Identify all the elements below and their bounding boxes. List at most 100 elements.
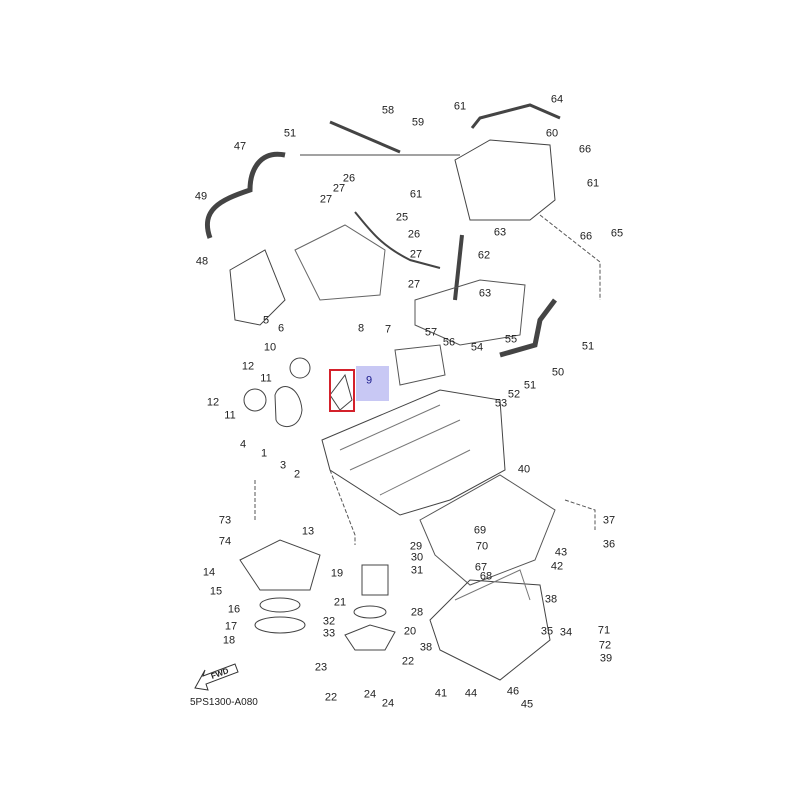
part-number-label[interactable]: 13 xyxy=(301,525,315,538)
part-number-label[interactable]: 66 xyxy=(579,230,593,243)
part-number-label[interactable]: 36 xyxy=(602,538,616,551)
part-number-label[interactable]: 22 xyxy=(401,655,415,668)
part-number-label[interactable]: 16 xyxy=(227,603,241,616)
part-number-label[interactable]: 56 xyxy=(442,336,456,349)
part-number-label[interactable]: 51 xyxy=(283,127,297,140)
part-number-label[interactable]: 12 xyxy=(206,396,220,409)
part-number-label[interactable]: 6 xyxy=(277,322,285,335)
part-number-label[interactable]: 18 xyxy=(222,634,236,647)
part-number-label[interactable]: 14 xyxy=(202,566,216,579)
part-number-label[interactable]: 11 xyxy=(224,409,236,422)
side-cover xyxy=(229,249,286,326)
part-number-label[interactable]: 22 xyxy=(324,691,338,704)
part-number-label[interactable]: 9 xyxy=(365,374,373,387)
part-number-label[interactable]: 33 xyxy=(322,627,336,640)
part-number-label[interactable]: 73 xyxy=(218,514,232,527)
part-number-label[interactable]: 15 xyxy=(209,585,223,598)
part-number-label[interactable]: 63 xyxy=(493,226,507,239)
part-number-label[interactable]: 61 xyxy=(453,100,467,113)
part-number-label[interactable]: 69 xyxy=(473,524,487,537)
fwd-arrow xyxy=(194,663,239,691)
part-number-label[interactable]: 47 xyxy=(233,140,247,153)
part-number-label[interactable]: 64 xyxy=(550,93,564,106)
part-number-label[interactable]: 24 xyxy=(363,688,377,701)
part-number-label[interactable]: 42 xyxy=(550,560,564,573)
part-number-label[interactable]: 58 xyxy=(381,104,395,117)
part-number-label[interactable]: 34 xyxy=(559,626,573,639)
part-number-label[interactable]: 37 xyxy=(602,514,616,527)
part-number-label[interactable]: 71 xyxy=(597,624,611,637)
part-number-label[interactable]: 74 xyxy=(218,535,232,548)
part-number-label[interactable]: 49 xyxy=(194,190,208,203)
part-number-label[interactable]: 50 xyxy=(551,366,565,379)
part-number-label[interactable]: 4 xyxy=(239,438,247,451)
part-number-label[interactable]: 30 xyxy=(410,551,424,564)
part-number-label[interactable]: 25 xyxy=(395,211,409,224)
part-number-label[interactable]: 66 xyxy=(578,143,592,156)
part-number-label[interactable]: 11 xyxy=(260,372,272,385)
part-number-label[interactable]: 32 xyxy=(322,615,336,628)
part-number-label[interactable]: 54 xyxy=(470,341,484,354)
dipstick xyxy=(329,120,401,154)
part-number-label[interactable]: 53 xyxy=(494,397,508,410)
part-number-label[interactable]: 31 xyxy=(410,564,424,577)
part-number-label[interactable]: 52 xyxy=(507,388,521,401)
part-number-label[interactable]: 20 xyxy=(403,625,417,638)
part-number-label[interactable]: 5 xyxy=(262,314,270,327)
part-number-label[interactable]: 40 xyxy=(517,463,531,476)
part-number-label[interactable]: 24 xyxy=(381,697,395,710)
part-number-label[interactable]: 60 xyxy=(545,127,559,140)
diagram-code: 5PS1300-A080 xyxy=(190,697,258,708)
part-number-label[interactable]: 70 xyxy=(475,540,489,553)
part-number-label[interactable]: 57 xyxy=(424,326,438,339)
part-number-label[interactable]: 63 xyxy=(478,287,492,300)
part-number-label[interactable]: 44 xyxy=(464,687,478,700)
part-number-label[interactable]: 51 xyxy=(523,379,537,392)
part-number-label[interactable]: 59 xyxy=(411,116,425,129)
part-number-label[interactable]: 38 xyxy=(419,641,433,654)
part-number-label[interactable]: 68 xyxy=(479,570,493,583)
part-number-label[interactable]: 67 xyxy=(474,561,488,574)
part-number-label[interactable]: 29 xyxy=(409,540,423,553)
part-number-label[interactable]: 48 xyxy=(195,255,209,268)
part-number-label[interactable]: 35 xyxy=(540,625,554,638)
part-number-label[interactable]: 41 xyxy=(434,687,448,700)
part-number-label[interactable]: 28 xyxy=(410,606,424,619)
part-number-label[interactable]: 27 xyxy=(407,278,421,291)
part-number-label[interactable]: 2 xyxy=(293,468,301,481)
part-9-highlight xyxy=(356,366,389,401)
part-number-label[interactable]: 38 xyxy=(544,593,558,606)
part-number-label[interactable]: 10 xyxy=(263,341,277,354)
part-number-label[interactable]: 51 xyxy=(581,340,595,353)
part-number-label[interactable]: 43 xyxy=(554,546,568,559)
crankcase xyxy=(321,389,506,516)
part-number-label[interactable]: 8 xyxy=(357,322,365,335)
part-number-label[interactable]: 7 xyxy=(384,323,392,336)
part-number-label[interactable]: 23 xyxy=(314,661,328,674)
part-number-label[interactable]: 1 xyxy=(260,447,268,460)
part-number-label[interactable]: 26 xyxy=(407,228,421,241)
part-number-label[interactable]: 19 xyxy=(330,567,344,580)
part-number-label[interactable]: 55 xyxy=(504,333,518,346)
part-number-label[interactable]: 27 xyxy=(319,193,333,206)
part-number-label[interactable]: 61 xyxy=(409,188,423,201)
part-number-label[interactable]: 45 xyxy=(520,698,534,711)
hose xyxy=(204,151,286,239)
part-number-label[interactable]: 17 xyxy=(224,620,238,633)
part-number-label[interactable]: 72 xyxy=(598,639,612,652)
part-number-label[interactable]: 27 xyxy=(332,182,346,195)
part-number-label[interactable]: 21 xyxy=(333,596,347,609)
part-number-label[interactable]: 61 xyxy=(586,177,600,190)
part-number-label[interactable]: 39 xyxy=(599,652,613,665)
part-number-label[interactable]: 12 xyxy=(241,360,255,373)
part-number-label[interactable]: 46 xyxy=(506,685,520,698)
part-number-label[interactable]: 3 xyxy=(279,459,287,472)
selected-part-box[interactable] xyxy=(329,369,355,412)
oil-filter xyxy=(361,564,389,596)
part-number-label[interactable]: 62 xyxy=(477,249,491,262)
part-number-label[interactable]: 26 xyxy=(342,172,356,185)
part-number-label[interactable]: 65 xyxy=(610,227,624,240)
part-number-label[interactable]: 27 xyxy=(409,248,423,261)
